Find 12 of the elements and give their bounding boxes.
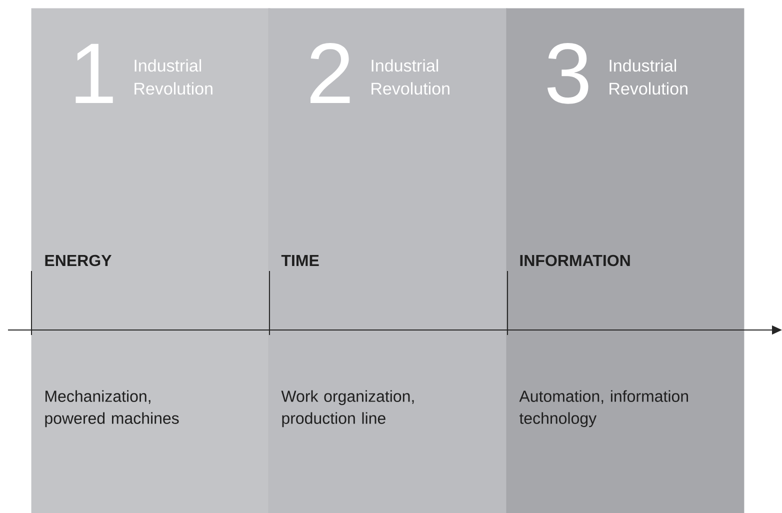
revolution-title: Industrial Revolution: [610, 59, 688, 95]
section-heading: INFORMATION: [520, 254, 630, 266]
section-heading: ENERGY: [45, 254, 112, 266]
revolution-number: 3: [547, 42, 588, 104]
revolution-title: Industrial Revolution: [134, 59, 212, 95]
description-text: Automation, information technology: [519, 390, 688, 428]
section-heading: TIME: [281, 254, 319, 266]
description-text: Mechanization, powered machines: [45, 390, 179, 428]
revolution-number: 2: [310, 42, 350, 103]
revolution-title: Industrial Revolution: [372, 59, 450, 95]
revolution-number: 1: [76, 44, 113, 103]
description-text: Work organization, production line: [281, 390, 414, 428]
